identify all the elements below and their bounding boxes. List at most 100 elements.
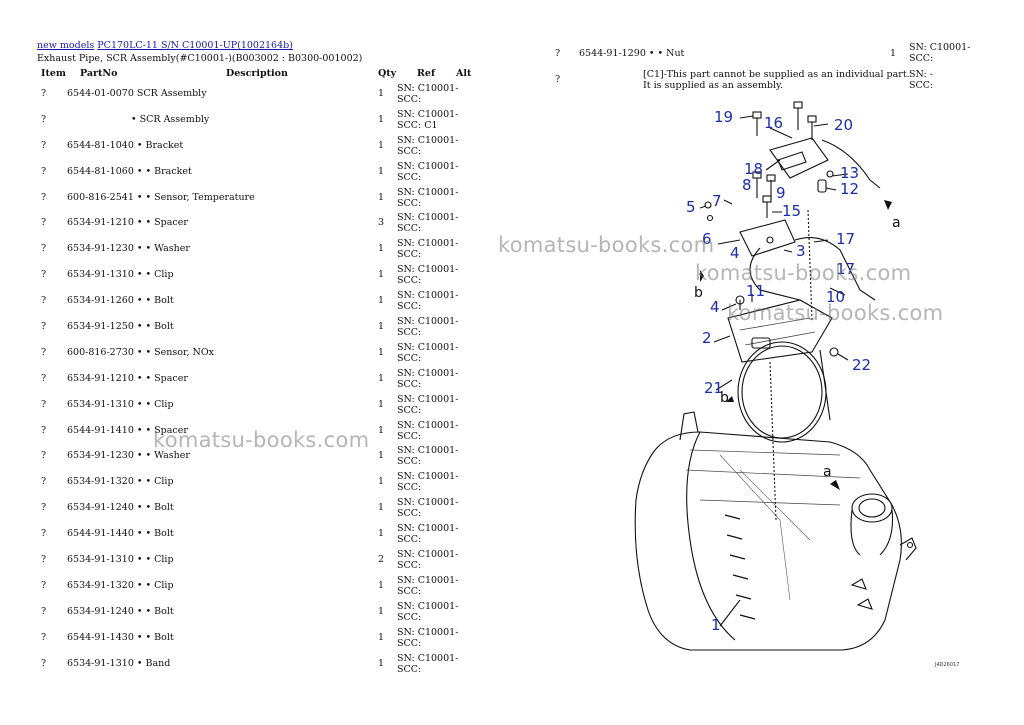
row-sn: SN: C10001-SCC: [397, 523, 477, 545]
row-sn-line: SN: C10001- [397, 186, 459, 198]
row-part: 6534-91-1260 • • Bolt [67, 295, 174, 307]
row-sn: SN: C10001-SCC: [397, 316, 477, 338]
row-sn-line: SCC: [397, 275, 422, 287]
callout-label: 11 [746, 282, 765, 300]
row-sn-line: SCC: [397, 249, 422, 261]
callout-label: 4 [710, 298, 720, 316]
row-sn: SN: C10001-SCC: [397, 290, 477, 312]
header-item: Item [41, 68, 66, 79]
row-sn-line: SN: C10001- [397, 316, 459, 328]
row-sn: SN: C10001-SCC: [397, 264, 477, 286]
row-sn-line: SCC: [397, 611, 422, 623]
row-sn-line: SN: C10001- [397, 393, 459, 405]
note-line1: [C1]-This part cannot be supplied as an … [643, 69, 910, 80]
row-part: 6534-91-1310 • • Clip [67, 398, 174, 410]
row-sn: SN: C10001-SCC: [397, 212, 477, 234]
callout-label: 12 [840, 180, 859, 198]
row-item: ? [41, 139, 47, 151]
row-sn-line: SN: C10001- [397, 626, 459, 638]
row-part: 6544-81-1040 • Bracket [67, 139, 184, 151]
row-item: ? [41, 528, 47, 540]
row-sn-line: SCC: [397, 663, 422, 675]
header-qty: Qty [378, 68, 397, 79]
row-sn-line: SCC: [397, 404, 422, 416]
row-sn-line: SN: C10001- [397, 160, 459, 172]
callout-label: 21 [704, 379, 723, 397]
row-sn-line: SN: C10001- [397, 367, 459, 379]
breadcrumb-link-model[interactable]: PC170LC-11 S/N C10001-UP(1002164b) [97, 40, 293, 51]
watermark: komatsu-books.com [727, 301, 944, 325]
row-qty: 1 [378, 139, 385, 151]
row-sn-line: SCC: [397, 94, 422, 105]
row-sn: SN: C10001-SCC: [397, 575, 477, 597]
header-alt: Alt [456, 68, 472, 79]
row-sn: SN: C10001-SCC: [397, 342, 477, 364]
row-part: 6534-91-1320 • • Clip [67, 476, 174, 488]
row-qty: 1 [378, 579, 385, 591]
right-row-sn-line1: SN: C10001- [909, 42, 971, 53]
row-part: 6544-91-1440 • • Bolt [67, 528, 174, 540]
row-qty: 1 [378, 191, 385, 203]
sensor-module [769, 137, 829, 179]
row-sn: SN: C10001-SCC: [397, 394, 477, 416]
callout-label: 6 [702, 230, 712, 248]
row-part: 6544-91-1410 • • Spacer [67, 424, 188, 436]
breadcrumb: new models PC170LC-11 S/N C10001-UP(1002… [37, 40, 293, 51]
row-part: 6534-91-1230 • • Washer [67, 450, 190, 462]
row-sn: SN: C10001-SCC: [397, 420, 477, 442]
callout-label: 8 [742, 176, 752, 194]
row-sn-line: SN: C10001- [397, 419, 459, 431]
row-part: 6544-81-1060 • • Bracket [67, 165, 192, 177]
row-sn-line: SCC: [397, 508, 422, 520]
breadcrumb-link-new-models[interactable]: new models [37, 40, 95, 51]
row-sn-line: SN: C10001- [397, 549, 459, 561]
header-description: Description [226, 68, 288, 79]
row-sn-line: SN: C10001- [397, 523, 459, 535]
row-sn-line: SCC: [397, 534, 422, 546]
row-sn-line: SN: C10001- [397, 471, 459, 483]
row-qty: 1 [378, 88, 385, 99]
connection-letter: a [823, 464, 832, 480]
callout-label: 3 [796, 242, 806, 260]
row-sn-line: SN: C10001- [397, 238, 459, 250]
row-qty: 1 [378, 321, 385, 333]
row-sn: SN: C10001-SCC: [397, 497, 477, 519]
callout-label: 17 [836, 260, 855, 278]
note-row-sn-line2: SCC: [909, 80, 934, 91]
row-part: 600-816-2730 • • Sensor, NOx [67, 346, 214, 358]
note-row-sn: SN: - SCC: [909, 69, 933, 91]
row-item: ? [41, 243, 47, 255]
row-sn-line: SCC: [397, 482, 422, 494]
callout-label: 13 [840, 164, 859, 182]
row-part: • SCR Assembly [131, 113, 210, 125]
row-qty: 1 [378, 476, 385, 488]
callout-label: 19 [714, 108, 733, 126]
row-qty: 1 [378, 346, 385, 358]
callout-label: 22 [852, 356, 871, 374]
row-sn: SN: C10001-SCC: [397, 445, 477, 467]
row-part: 6534-91-1320 • • Clip [67, 579, 174, 591]
row-sn: SN: C10001-SCC: [397, 653, 477, 675]
row-sn: SN: C10001-SCC: [397, 549, 477, 571]
row-sn-line: SN: C10001- [397, 134, 459, 146]
muffler-body [634, 431, 902, 651]
row-part: 600-816-2541 • • Sensor, Temperature [67, 191, 255, 203]
row-sn-line: SN: C10001- [397, 108, 459, 120]
row-item: ? [41, 502, 47, 514]
row-item: ? [41, 88, 47, 99]
